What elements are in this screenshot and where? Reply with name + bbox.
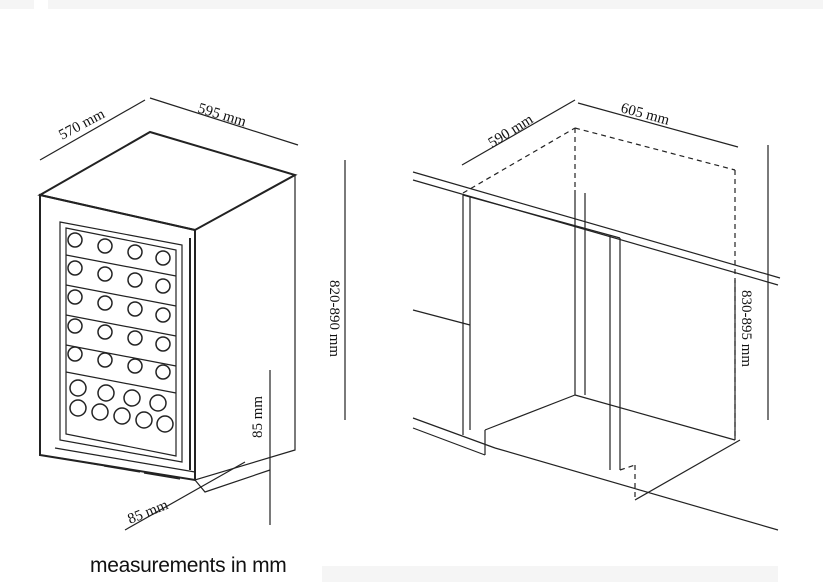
depth-label-right: 590 mm	[486, 111, 537, 151]
measurement-caption: measurements in mm	[90, 554, 287, 577]
plinth-depth-label: 85 mm	[126, 497, 171, 528]
top-bar-left	[0, 0, 34, 9]
wine-fridge-drawing: 570 mm 595 mm 820-890 mm 85 mm 85 mm	[37, 97, 346, 531]
bottles	[67, 232, 174, 433]
depth-label-left: 570 mm	[56, 106, 108, 144]
height-label-right: 830-895 mm	[738, 290, 754, 367]
bottle-shelves	[65, 254, 177, 394]
plinth-height-label: 85 mm	[250, 396, 266, 438]
top-bar-right	[48, 0, 823, 9]
width-label-right: 605 mm	[619, 100, 671, 128]
bottom-bar	[322, 566, 778, 582]
width-label-left: 595 mm	[196, 101, 248, 131]
cabinet-niche-drawing: 590 mm 605 mm 830-895 mm	[412, 99, 781, 531]
height-label-left: 820-890 mm	[326, 280, 342, 357]
